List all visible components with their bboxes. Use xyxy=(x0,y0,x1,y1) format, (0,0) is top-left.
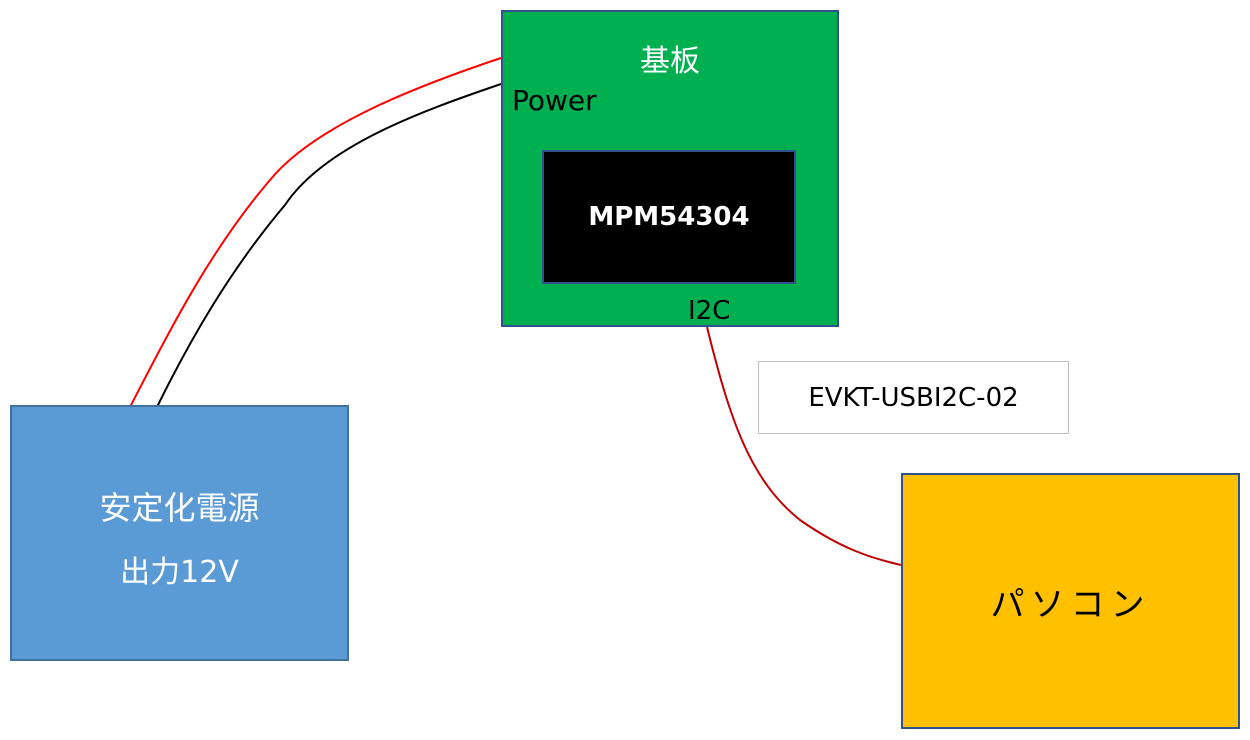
circuit-board: 基板 Power MPM54304 I2C xyxy=(501,10,839,327)
ic-chip: MPM54304 xyxy=(542,150,796,284)
chip-label: MPM54304 xyxy=(588,202,750,232)
cable-label: EVKT-USBI2C-02 xyxy=(808,382,1019,413)
power-wire-red xyxy=(129,57,502,408)
pc-box: パソコン xyxy=(901,473,1240,729)
power-supply-box: 安定化電源 出力12V xyxy=(10,405,349,661)
i2c-connector-label: I2C xyxy=(688,296,731,326)
power-wire-black xyxy=(156,83,502,408)
board-title: 基板 xyxy=(640,44,700,79)
cable-label-box: EVKT-USBI2C-02 xyxy=(758,361,1069,434)
power-supply-name: 安定化電源 xyxy=(99,489,260,527)
power-supply-output: 出力12V xyxy=(120,555,239,590)
pc-label: パソコン xyxy=(990,584,1151,625)
i2c-cable xyxy=(706,326,902,566)
power-connector-label: Power xyxy=(512,84,597,117)
